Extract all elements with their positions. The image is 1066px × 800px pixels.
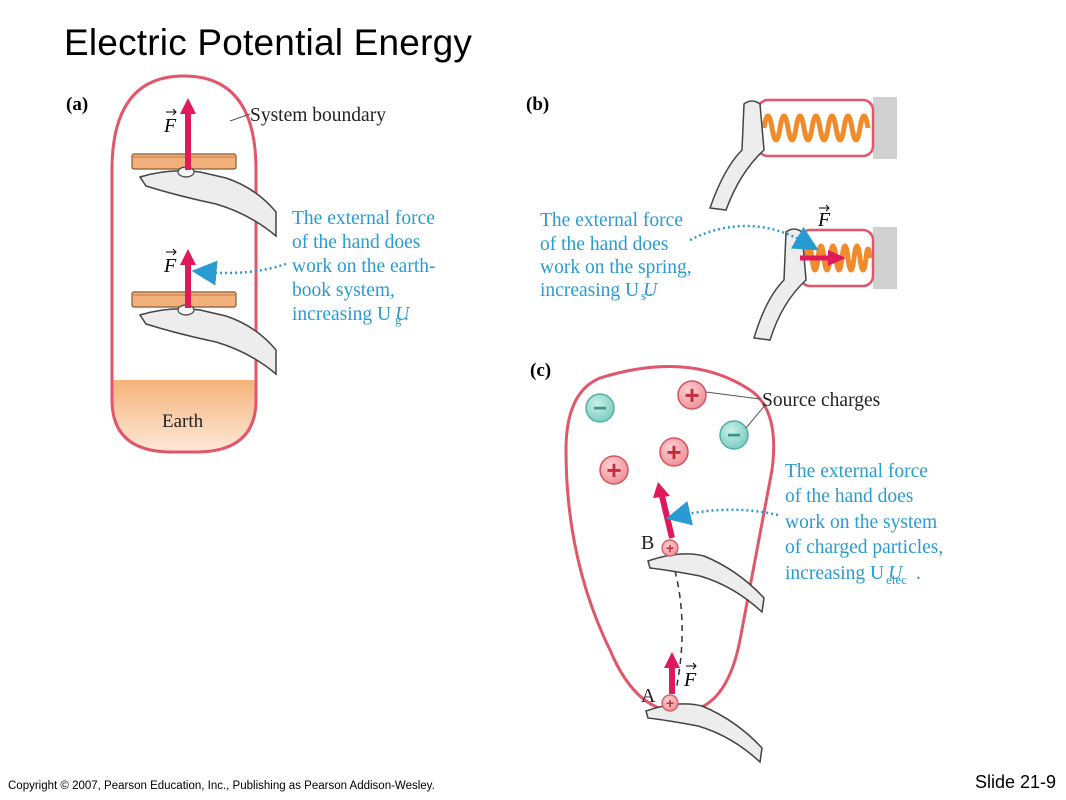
negative-charge-1: − xyxy=(585,393,615,423)
point-b-label: B xyxy=(641,532,654,554)
spring-upper xyxy=(761,113,871,143)
svg-text:g: g xyxy=(395,312,402,327)
source-charges-label: Source charges xyxy=(762,390,880,411)
spring-lower xyxy=(803,243,873,273)
force-label-lower: F xyxy=(163,255,177,277)
path-a-to-b xyxy=(671,559,683,691)
hand-lower-b xyxy=(753,228,807,341)
svg-text:increasing UU: increasing UU xyxy=(540,280,659,301)
svg-text:−: − xyxy=(727,422,741,449)
svg-text:−: − xyxy=(593,395,607,422)
hand-b xyxy=(647,553,765,614)
boundary-leader-line xyxy=(229,113,251,122)
svg-text:.: . xyxy=(404,304,409,325)
svg-text:work on the spring,: work on the spring, xyxy=(540,257,692,278)
svg-text:of the hand does: of the hand does xyxy=(785,486,913,507)
wall-upper xyxy=(873,97,897,159)
panel-a-label: (a) xyxy=(66,94,88,115)
negative-charge-2: − xyxy=(719,420,749,450)
slide-number: Slide 21-9 xyxy=(974,772,1056,792)
svg-text:+: + xyxy=(606,455,621,485)
panel-c-description: The external force of the hand does work… xyxy=(785,461,943,587)
svg-text:book system,: book system, xyxy=(292,280,395,301)
svg-text:of the hand does: of the hand does xyxy=(292,232,420,253)
svg-text:+: + xyxy=(666,695,674,711)
svg-text:+: + xyxy=(666,437,681,467)
system-boundary-a xyxy=(110,74,258,454)
wall-lower xyxy=(873,227,897,289)
panel-b-description: The external force of the hand does work… xyxy=(540,210,692,303)
svg-text:s: s xyxy=(641,288,646,303)
hand-upper-b xyxy=(708,100,765,211)
svg-text:+: + xyxy=(666,540,674,556)
force-arrow-c-b xyxy=(659,495,675,539)
boundary-label: System boundary xyxy=(250,105,386,126)
copyright-notice: Copyright © 2007, Pearson Education, Inc… xyxy=(8,780,435,792)
svg-text:of charged particles,: of charged particles, xyxy=(785,537,943,558)
panel-c: (c) − + − + + Source charges xyxy=(530,360,943,764)
annotation-arrow-b xyxy=(689,224,819,251)
svg-text:The external force: The external force xyxy=(292,208,435,229)
test-charge-b xyxy=(661,539,679,557)
earth-region xyxy=(112,380,256,452)
svg-text:work on the earth-: work on the earth- xyxy=(292,256,436,277)
panel-b: (b) F The external force of the hand doe… xyxy=(526,94,897,341)
earth-label: Earth xyxy=(162,411,204,432)
svg-text:+: + xyxy=(684,380,699,410)
slide-title: Electric Potential Energy xyxy=(64,22,473,63)
svg-text:.: . xyxy=(916,563,921,584)
svg-text:of the hand does: of the hand does xyxy=(540,234,668,255)
point-a-label: A xyxy=(641,685,656,707)
force-label-c: F xyxy=(683,669,697,691)
positive-charge-2: + xyxy=(659,437,689,467)
force-label-upper: F xyxy=(163,115,177,137)
panel-a-description: The external force of the hand does work… xyxy=(292,208,436,327)
system-boundary-spring-upper xyxy=(756,98,875,158)
panel-b-label: (b) xyxy=(526,94,549,115)
test-charge-a xyxy=(661,694,679,712)
hand-a xyxy=(645,703,763,764)
svg-text:.: . xyxy=(648,280,653,301)
svg-text:The external force: The external force xyxy=(540,210,683,231)
annotation-arrow-c xyxy=(665,501,779,526)
svg-text:The external force: The external force xyxy=(785,461,928,482)
positive-charge-3: + xyxy=(599,455,629,485)
panel-a: (a) Earth System boundary F F The extern… xyxy=(66,74,436,454)
svg-text:increasing UU: increasing UU xyxy=(785,563,904,584)
panel-c-label: (c) xyxy=(530,360,551,381)
svg-text:increasing UU: increasing UU xyxy=(292,304,411,325)
annotation-arrow-a xyxy=(191,260,287,286)
positive-charge-1: + xyxy=(677,380,707,410)
force-label-b: F xyxy=(817,209,831,231)
svg-text:elec: elec xyxy=(886,572,907,587)
svg-text:work on the system: work on the system xyxy=(785,512,937,533)
